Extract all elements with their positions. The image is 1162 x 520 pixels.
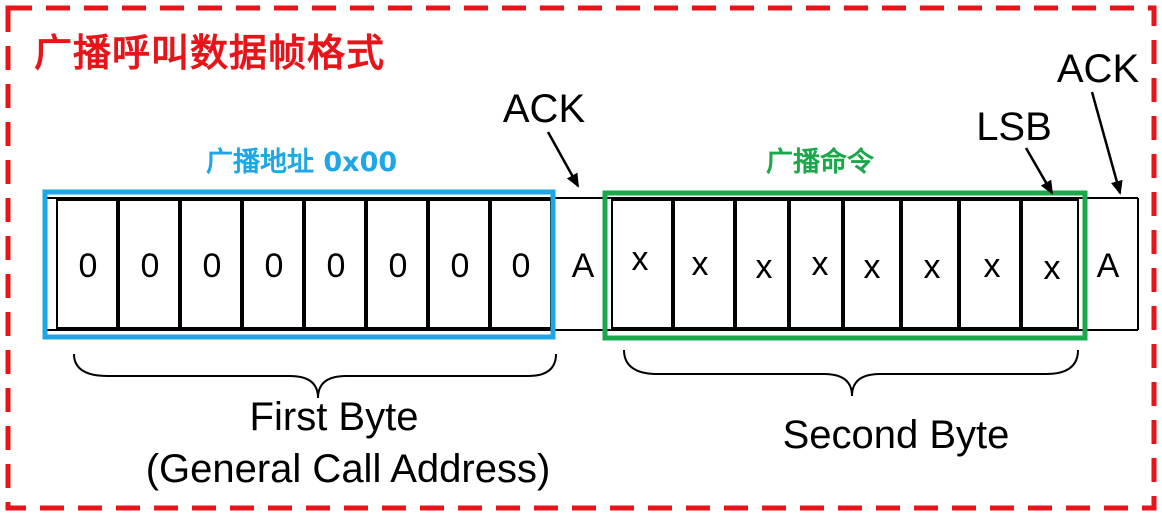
lsb-label: LSB: [976, 105, 1052, 149]
second-byte-cells: [611, 199, 1079, 329]
bit-cell: [735, 199, 789, 329]
command-highlight-box: [602, 190, 1088, 341]
first-byte-bits: 0 0 0 0 0 0 0 0: [79, 247, 531, 285]
first-byte-cells: [56, 199, 552, 329]
bit-value: x: [692, 245, 709, 283]
ack-arrow-2: [1090, 91, 1123, 195]
ack-arrow-1: [546, 131, 580, 188]
ack-label-2: ACK: [1057, 47, 1140, 91]
bit-strip: [44, 197, 1139, 331]
broadcast-command-caption: 广播命令: [766, 147, 874, 178]
broadcast-address-caption: 广播地址 0x00: [206, 147, 398, 178]
bit-cell: [428, 199, 490, 329]
second-byte-bits: x x x x x x x x: [632, 240, 1061, 287]
bit-cell: [959, 199, 1021, 329]
bit-cell: [118, 199, 180, 329]
ack-label-1: ACK: [503, 87, 586, 131]
bit-cell: [304, 199, 366, 329]
bit-cell: [180, 199, 242, 329]
address-highlight-box: [42, 189, 556, 340]
bit-cell: [673, 199, 735, 329]
bit-value: x: [812, 245, 829, 283]
ack-cell-2: A: [1097, 247, 1120, 285]
bit-value: 0: [389, 247, 408, 285]
ack-cell-1: A: [572, 247, 595, 285]
bit-cell: [56, 199, 118, 329]
second-byte-label: Second Byte: [783, 413, 1010, 457]
bit-value: 0: [79, 247, 98, 285]
diagram-title: 广播呼叫数据帧格式: [34, 31, 386, 75]
bit-cell: [901, 199, 959, 329]
bit-value: 0: [265, 247, 284, 285]
bit-value: x: [864, 248, 881, 286]
first-byte-brace: [73, 353, 557, 399]
bit-cell: [242, 199, 304, 329]
bit-value: 0: [451, 247, 470, 285]
bit-cell: [611, 199, 673, 329]
lsb-arrow: [1024, 147, 1054, 195]
bit-value: 0: [327, 247, 346, 285]
bit-value: 0: [512, 247, 531, 285]
bit-cell: [843, 199, 901, 329]
bit-value: 0: [203, 247, 222, 285]
first-byte-label: First Byte: [250, 395, 419, 439]
bit-value: x: [984, 247, 1001, 285]
bit-value: x: [756, 248, 773, 286]
bit-value: x: [1044, 249, 1061, 287]
bit-value: x: [632, 240, 649, 278]
second-byte-brace: [623, 349, 1079, 397]
bit-cell: [366, 199, 428, 329]
bit-value: x: [924, 248, 941, 286]
first-byte-sublabel: (General Call Address): [146, 447, 551, 491]
bit-cell: [789, 199, 843, 329]
bit-cell: [1021, 199, 1079, 329]
bit-value: 0: [141, 247, 160, 285]
